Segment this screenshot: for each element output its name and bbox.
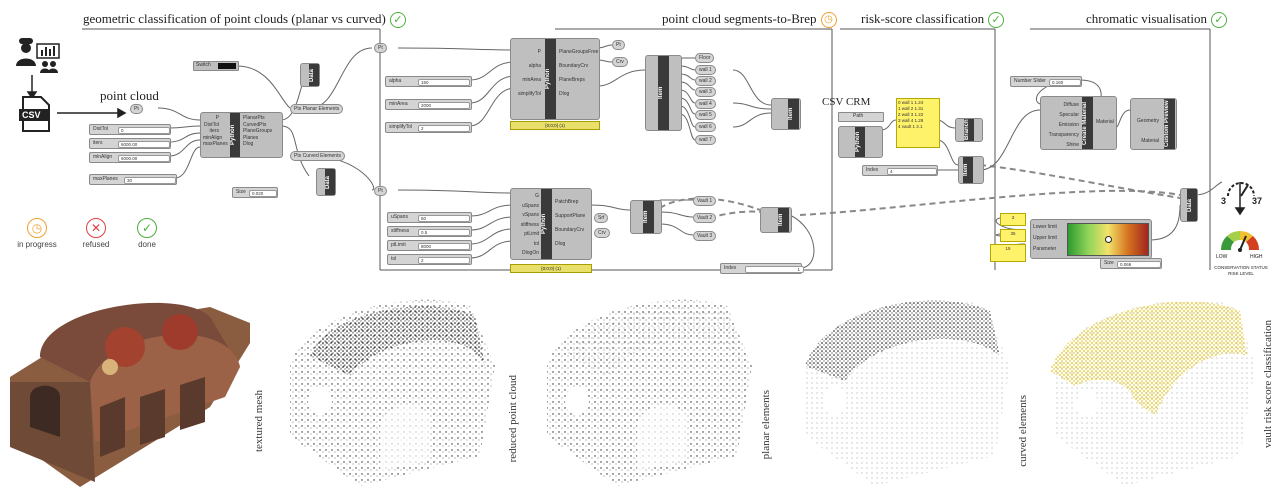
parameter-panel: 15 — [990, 244, 1026, 262]
legend-done: ✓ done — [127, 218, 167, 249]
item-component-2[interactable]: Item — [771, 98, 801, 130]
user-with-chart-icon — [15, 38, 65, 74]
data-component-2[interactable]: Data — [316, 168, 336, 196]
python-component-4[interactable]: Python — [838, 126, 883, 158]
srf-param-2[interactable]: Srf — [594, 213, 608, 223]
planar-elements-image — [527, 286, 757, 486]
lower-limit-panel: 3 — [1000, 213, 1026, 226]
textured-mesh-image — [0, 287, 250, 487]
pts-planar-param[interactable]: Pts Planar Elements — [290, 104, 343, 114]
pts-curved-param[interactable]: Pts Curved Elements — [290, 151, 345, 161]
reduced-point-cloud-image — [270, 286, 505, 486]
path-param[interactable]: Path — [838, 112, 884, 122]
srf-param-1[interactable]: Pt — [612, 40, 625, 50]
data-component-3[interactable]: Data — [1180, 188, 1198, 222]
section-title-risk: risk-score classification✓ — [861, 11, 1004, 28]
python-output-panel-3: {0;0;0} (1) — [510, 264, 592, 273]
gauge-low: LOW — [1216, 254, 1227, 260]
branch-component[interactable]: Branch — [955, 118, 983, 142]
wall-3[interactable]: wall 3 — [695, 87, 716, 97]
wall-7[interactable]: wall 7 — [695, 135, 716, 145]
item-component-5[interactable]: Item — [958, 156, 984, 184]
section-title-geometric: geometric classification of point clouds… — [83, 11, 406, 28]
gauge-min: 3 — [1221, 196, 1226, 206]
wall-2[interactable]: wall 2 — [695, 76, 716, 86]
done-check-icon: ✓ — [1211, 12, 1227, 28]
legend-in-progress: ◷ in progress — [12, 218, 62, 249]
pt-param-2[interactable]: Pt — [374, 43, 387, 53]
crv-param-1[interactable]: Crv — [612, 57, 628, 67]
switch-component[interactable]: Switch — [193, 61, 239, 71]
label-curved-elements: curved elements — [1017, 395, 1029, 467]
vault-3[interactable]: Vault 3 — [693, 231, 716, 241]
section-title-segments: point cloud segments-to-Brep◷ — [662, 11, 837, 28]
pt-param[interactable]: Pt — [130, 104, 143, 114]
csv-crm-label: CSV CRM — [822, 96, 870, 108]
clock-icon: ◷ — [27, 218, 47, 238]
label-planar-elements: planar elements — [760, 390, 772, 459]
point-cloud-label: point cloud — [100, 88, 159, 104]
vault-1[interactable]: Vault 1 — [693, 196, 716, 206]
in-progress-clock-icon: ◷ — [821, 12, 837, 28]
legend-refused: ✕ refused — [76, 218, 116, 249]
pt-param-3[interactable]: Pt — [374, 186, 387, 196]
item-component-1[interactable]: Item — [645, 55, 682, 131]
item-component-4[interactable]: Item — [760, 207, 792, 233]
gradient-grip-icon[interactable] — [1105, 236, 1112, 243]
done-check-icon: ✓ — [988, 12, 1004, 28]
check-icon: ✓ — [137, 218, 157, 238]
wall-floor[interactable]: Floor — [695, 53, 714, 63]
gauge-max: 37 — [1252, 196, 1262, 206]
wall-4[interactable]: wall 4 — [695, 99, 716, 109]
data-component-1[interactable]: Data — [300, 63, 320, 87]
curved-elements-image — [785, 286, 1015, 486]
label-reduced-point-cloud: reduced point cloud — [507, 375, 519, 462]
upper-limit-panel: 35 — [1000, 229, 1026, 242]
cross-icon: ✕ — [86, 218, 106, 238]
item-component-3[interactable]: Item — [630, 200, 662, 234]
crv-param-2[interactable]: Crv — [594, 228, 610, 238]
gauge-dial-icon — [1222, 176, 1260, 198]
gauge-caption: CONSERVATION STATUS RISK LEVEL — [1206, 265, 1276, 277]
vault-2[interactable]: Vault 2 — [693, 213, 716, 223]
csv-file-icon: CSV — [17, 96, 53, 132]
python-output-panel-2: {0;0;0} (1) — [510, 121, 600, 130]
done-check-icon: ✓ — [390, 12, 406, 28]
csv-label: CSV — [22, 110, 41, 120]
wall-5[interactable]: wall 5 — [695, 110, 716, 120]
label-textured-mesh: textured mesh — [253, 390, 265, 452]
yellow-output-panel: 0 wall 1 1.24 1 wall 2 1.31 2 wall 3 1.2… — [896, 98, 940, 148]
section-title-chromatic: chromatic visualisation✓ — [1086, 11, 1227, 28]
wall-6[interactable]: wall 6 — [695, 122, 716, 132]
gauge-high: HIGH — [1250, 254, 1263, 260]
label-vault-risk: vault risk score classification — [1262, 320, 1274, 448]
wall-1[interactable]: wall 1 — [695, 65, 716, 75]
vault-risk-image — [1035, 286, 1260, 486]
risk-meter-icon — [1218, 224, 1262, 252]
